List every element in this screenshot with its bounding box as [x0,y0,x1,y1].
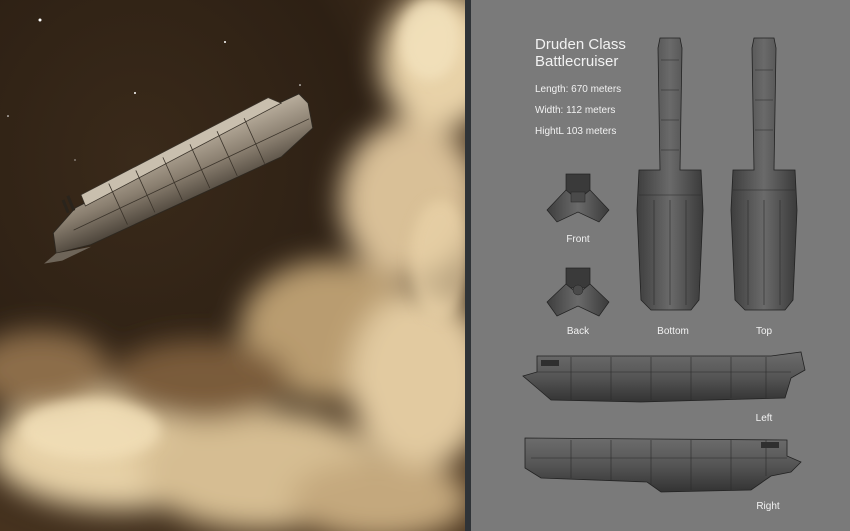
width-spec: Width: 112 meters [535,105,616,116]
back-view-drawing [546,267,610,317]
front-view-drawing [546,173,610,223]
height-spec: HightL 103 meters [535,126,617,137]
bottom-view-label: Bottom [657,326,689,337]
panel-divider [465,0,471,531]
ship-class-title-line1: Druden Class [535,36,626,53]
space-scene-render [0,0,465,531]
right-view-drawing [524,437,802,493]
back-view-label: Back [566,326,590,337]
bottom-view-drawing [636,37,704,311]
ship-class-title-line2: Battlecruiser [535,53,619,70]
orthographic-views [522,37,806,493]
nebula-scene [0,0,465,531]
stars [7,18,301,161]
right-view-label: Right [756,501,780,512]
left-view-label: Left [755,413,773,424]
battlecruiser-model [44,93,314,264]
top-view-label: Top [755,326,773,337]
front-view-label: Front [566,234,590,245]
top-view-drawing [730,37,798,311]
length-spec: Length: 670 meters [535,84,622,95]
left-view-drawing [522,351,806,403]
spec-sheet-panel: Druden Class Battlecruiser Length: 670 m… [471,0,850,531]
